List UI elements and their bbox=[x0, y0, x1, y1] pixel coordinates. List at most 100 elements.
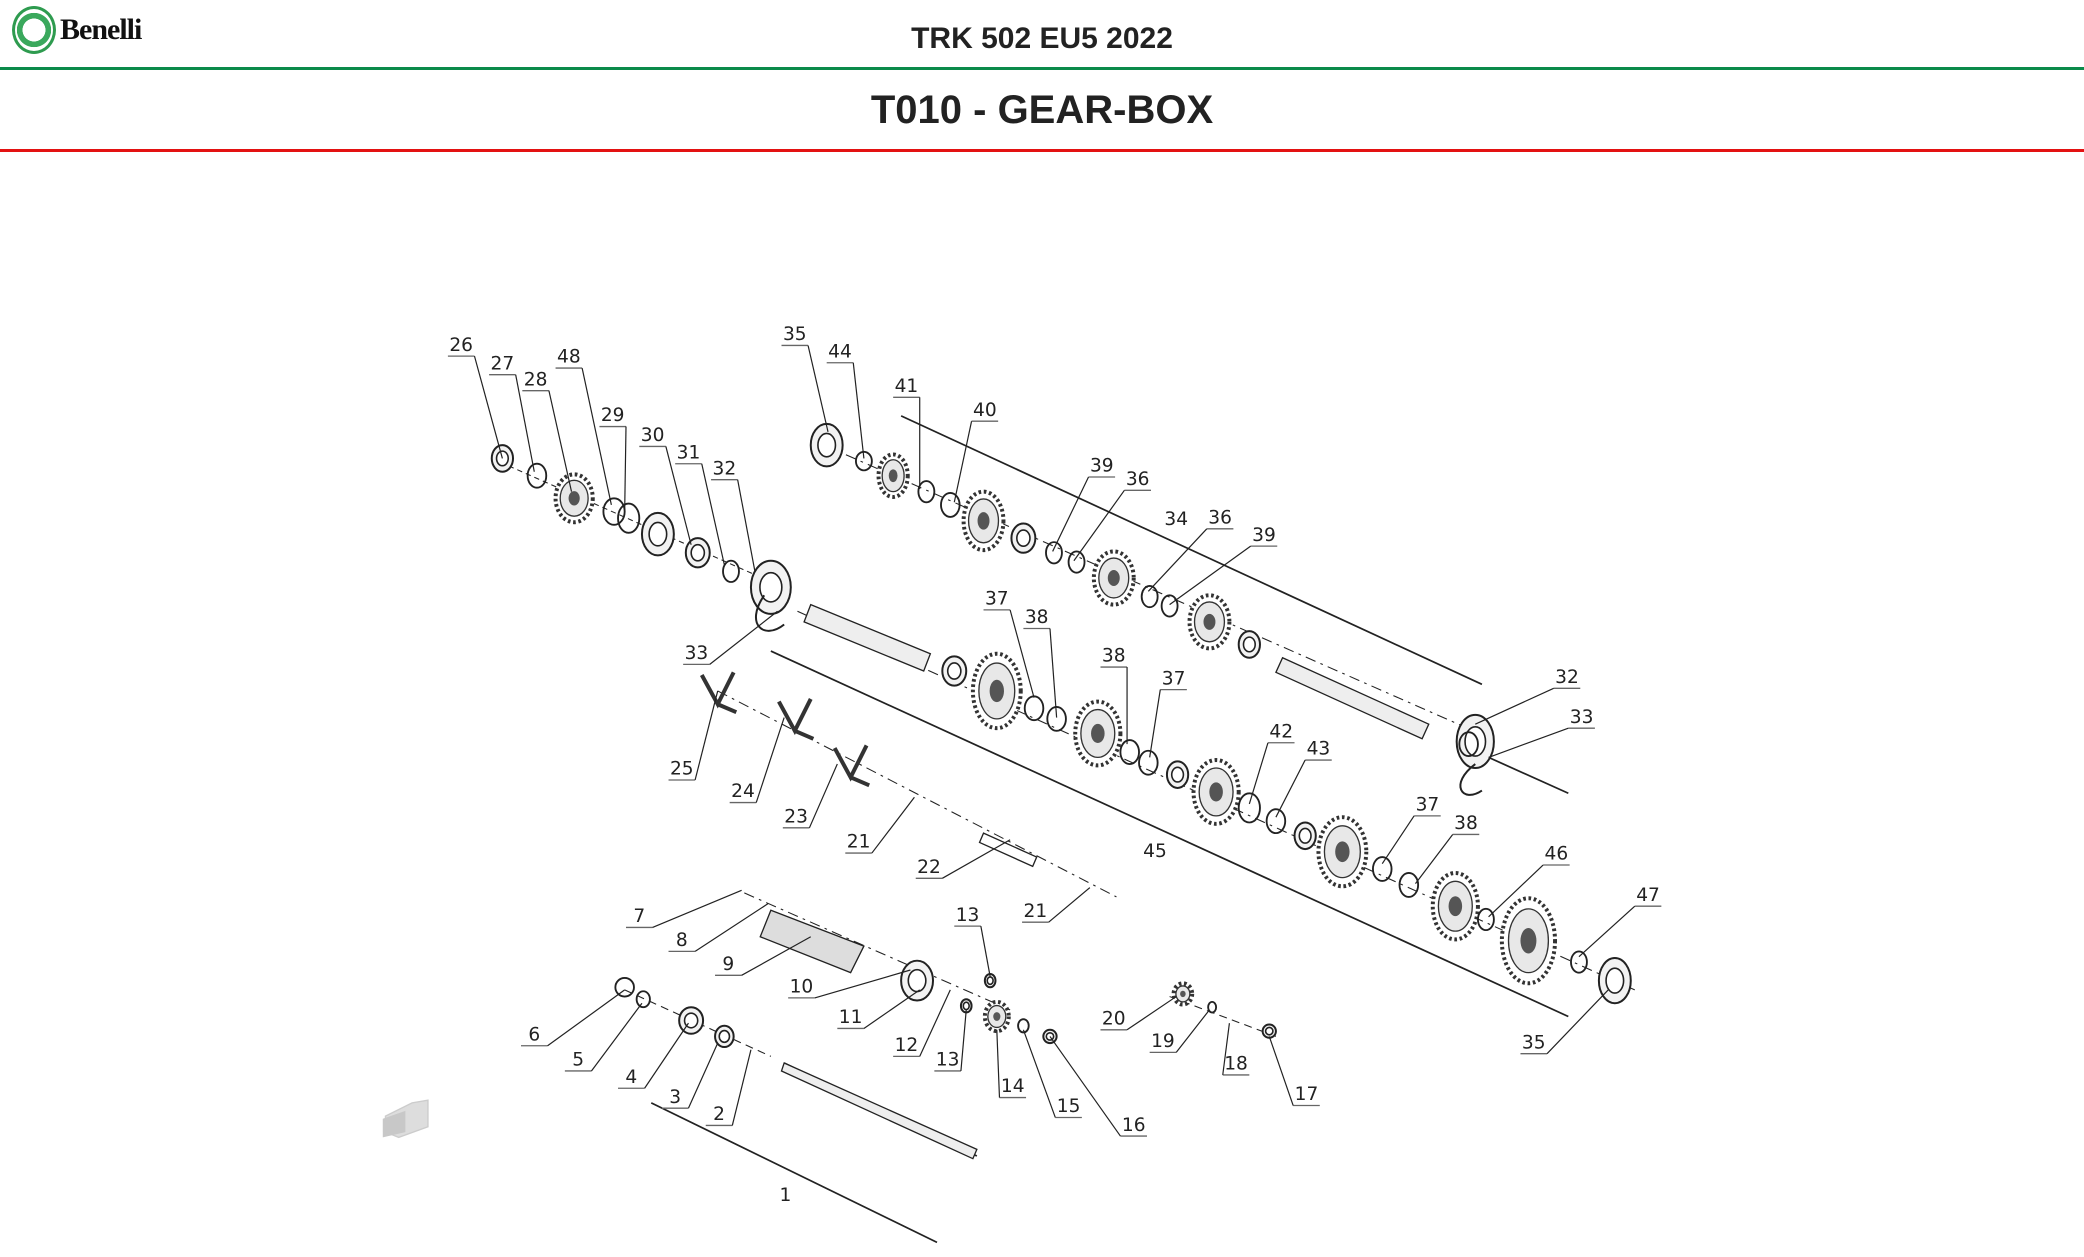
callout-label: 25 bbox=[670, 759, 694, 780]
ring bbox=[1046, 705, 1067, 732]
gear-bore bbox=[977, 512, 990, 530]
ring bbox=[1458, 731, 1479, 757]
callout-leader bbox=[665, 446, 692, 545]
bearing-race bbox=[1605, 967, 1625, 994]
callout-label: 35 bbox=[783, 324, 807, 345]
divider-green bbox=[0, 67, 2084, 70]
callout-leader bbox=[515, 374, 535, 472]
callout-label: 40 bbox=[973, 400, 997, 421]
callout-label: 19 bbox=[1151, 1031, 1175, 1052]
callout-leader bbox=[1022, 1029, 1056, 1118]
callout-label: 46 bbox=[1545, 844, 1569, 865]
callout-label: 35 bbox=[1522, 1032, 1546, 1053]
callout-leader bbox=[1073, 489, 1125, 562]
callout-leader bbox=[1275, 759, 1306, 818]
callout-leader bbox=[919, 989, 951, 1057]
callout-label: 9 bbox=[722, 954, 734, 975]
callout-label: 1 bbox=[780, 1185, 792, 1206]
bearing-race bbox=[1170, 766, 1185, 783]
bearing-race bbox=[907, 968, 927, 993]
callout-label: 29 bbox=[601, 405, 625, 426]
ring bbox=[722, 559, 740, 583]
callout-label: 34 bbox=[1164, 509, 1188, 530]
callout-label: 26 bbox=[449, 335, 473, 356]
fork-shaft bbox=[978, 832, 1038, 868]
callout-label: 11 bbox=[839, 1007, 863, 1028]
ring bbox=[526, 462, 548, 489]
callout-label: 23 bbox=[784, 806, 808, 827]
model-title: TRK 502 EU5 2022 bbox=[911, 22, 1173, 55]
ring bbox=[1067, 550, 1086, 574]
callout-label: 16 bbox=[1122, 1115, 1146, 1136]
callout-leader bbox=[871, 796, 915, 854]
callout-leader bbox=[1175, 1009, 1210, 1053]
ring bbox=[1140, 585, 1159, 609]
callout-label: 39 bbox=[1252, 525, 1276, 546]
callout-leader bbox=[741, 936, 812, 976]
callout-label: 5 bbox=[572, 1050, 584, 1071]
shift-shaft bbox=[780, 1062, 978, 1160]
callout-label: 6 bbox=[528, 1024, 540, 1045]
gear-bore bbox=[1203, 613, 1216, 630]
logo-text: Benelli bbox=[60, 13, 142, 46]
callout-label: 37 bbox=[985, 589, 1009, 610]
gear-bore bbox=[1180, 990, 1186, 998]
callout-leader bbox=[547, 989, 626, 1047]
axis-line bbox=[650, 1102, 938, 1244]
parts bbox=[490, 422, 1632, 1160]
callout-label: 24 bbox=[731, 781, 755, 802]
bearing-race bbox=[1298, 827, 1312, 844]
ring bbox=[1160, 594, 1179, 618]
ring bbox=[1372, 856, 1393, 882]
divider-red bbox=[0, 149, 2084, 152]
gear-bore bbox=[989, 679, 1004, 703]
ring bbox=[917, 480, 936, 504]
callout-leader bbox=[694, 903, 769, 952]
callout-label: 21 bbox=[1024, 901, 1048, 922]
callout-label: 44 bbox=[828, 341, 852, 362]
callout-label: 13 bbox=[936, 1050, 960, 1071]
logo-emblem bbox=[12, 6, 56, 54]
arrow-icon[interactable] bbox=[382, 1099, 429, 1139]
callout-leader bbox=[1048, 887, 1091, 923]
gear-bore bbox=[1520, 928, 1537, 954]
bearing-race bbox=[759, 571, 783, 603]
callout-leader bbox=[1248, 742, 1269, 805]
callout-leader bbox=[701, 463, 725, 565]
callout-label: 38 bbox=[1454, 813, 1478, 834]
bearing-race bbox=[1045, 1031, 1055, 1041]
callout-label: 27 bbox=[491, 353, 515, 374]
callout-leader bbox=[1222, 1023, 1230, 1076]
callout-label: 21 bbox=[847, 832, 871, 853]
brand-logo: Benelli bbox=[12, 6, 142, 54]
bearing-race bbox=[1242, 636, 1256, 653]
bearing-race bbox=[648, 521, 668, 547]
callout-label: 38 bbox=[1102, 646, 1126, 667]
callout-leader bbox=[473, 355, 503, 459]
axis-line bbox=[717, 690, 1117, 898]
callout-leader bbox=[1147, 528, 1208, 592]
callout-label: 30 bbox=[641, 425, 665, 446]
callout-label: 41 bbox=[895, 376, 919, 397]
callout-label: 33 bbox=[685, 643, 709, 664]
callout-label: 39 bbox=[1090, 456, 1114, 477]
callout-leader bbox=[1169, 545, 1252, 606]
ring bbox=[1119, 739, 1140, 765]
gear-bore bbox=[1091, 723, 1105, 744]
callout-label: 43 bbox=[1307, 739, 1331, 760]
callout-leader bbox=[1268, 1036, 1294, 1106]
gear-bore bbox=[568, 491, 580, 506]
callout-leader bbox=[755, 717, 785, 803]
callout-label: 22 bbox=[917, 857, 941, 878]
callout-label: 15 bbox=[1057, 1096, 1081, 1117]
callout-label: 42 bbox=[1269, 721, 1293, 742]
ring bbox=[614, 977, 635, 998]
callout-leader bbox=[942, 839, 1011, 879]
callout-label: 32 bbox=[713, 458, 737, 479]
callout-leader bbox=[652, 889, 742, 929]
callout-leader bbox=[1049, 1036, 1121, 1137]
callout-label: 28 bbox=[524, 369, 548, 390]
callout-label: 8 bbox=[676, 930, 688, 951]
bearing-race bbox=[1264, 1026, 1274, 1036]
